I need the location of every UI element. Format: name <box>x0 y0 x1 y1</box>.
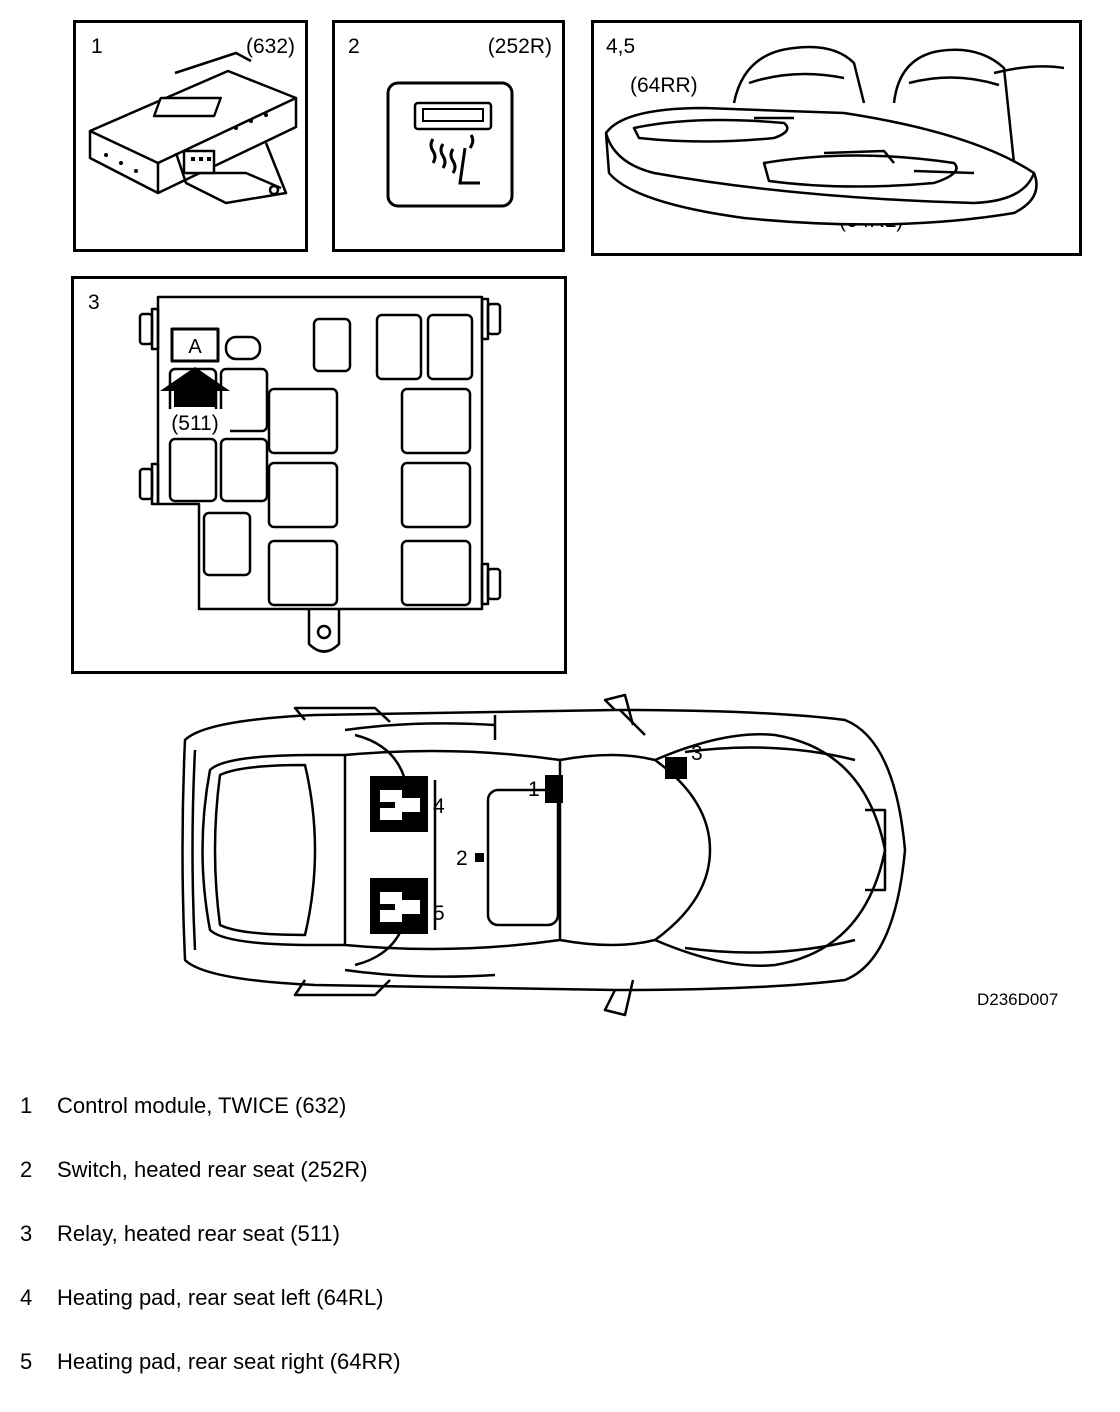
relay-box-illustration: A (511) <box>138 295 502 653</box>
marker-label-3: 3 <box>691 742 703 765</box>
marker-label-4: 4 <box>433 795 445 818</box>
legend-number: 2 <box>20 1157 33 1182</box>
legend-item: 3 Relay, heated rear seat (511) <box>20 1220 401 1284</box>
legend-number: 1 <box>20 1093 33 1118</box>
panel-number: 4,5 <box>606 35 636 58</box>
panel-rear-seat: 4,5 (64RR) (64RL) <box>591 20 1082 256</box>
label-64rr: (64RR) <box>630 74 698 97</box>
panel-number: 1 <box>91 35 103 58</box>
panel-relay-box: 3 A (511 <box>71 276 567 674</box>
legend-number: 5 <box>20 1349 33 1374</box>
rear-seat-illustration <box>604 45 1065 226</box>
legend-text: Control module, TWICE (632) <box>57 1093 347 1118</box>
panel-control-module: 1 (632) <box>73 20 308 252</box>
legend-text: Heating pad, rear seat right (64RR) <box>57 1349 401 1374</box>
legend-item: 1 Control module, TWICE (632) <box>20 1092 401 1156</box>
arrow-icon <box>160 367 230 407</box>
seat-heat-icon <box>429 134 480 185</box>
panel-switch: 2 (252R) <box>332 20 565 252</box>
seat-heater-switch-illustration <box>386 81 514 208</box>
relay-label: (511) <box>171 412 218 435</box>
legend-list: 1 Control module, TWICE (632) 2 Switch, he… <box>20 1092 401 1412</box>
panel-code: (632) <box>245 35 295 58</box>
marker-label-5: 5 <box>433 902 445 925</box>
legend-item: 4 Heating pad, rear seat left (64RL) <box>20 1284 401 1348</box>
legend-item: 5 Heating pad, rear seat right (64RR) <box>20 1348 401 1412</box>
legend-text: Heating pad, rear seat left (64RL) <box>57 1285 384 1310</box>
marker-label-2: 2 <box>456 847 468 870</box>
box-label-a: A <box>188 336 202 358</box>
panel-code: (252R) <box>487 35 552 58</box>
legend-item: 2 Switch, heated rear seat (252R) <box>20 1156 401 1220</box>
marker-label-1: 1 <box>528 778 540 801</box>
switch-marker <box>475 853 484 862</box>
car-top-view: 4 5 1 2 3 <box>181 693 907 1017</box>
legend-number: 3 <box>20 1221 33 1246</box>
legend-text: Relay, heated rear seat (511) <box>57 1221 340 1246</box>
panel-number: 3 <box>88 291 100 314</box>
panel-number: 2 <box>348 35 360 58</box>
figure-code: D236D007 <box>977 990 1059 1009</box>
relay-marker <box>665 757 687 779</box>
legend-text: Switch, heated rear seat (252R) <box>57 1157 368 1182</box>
control-module-marker <box>545 775 563 803</box>
control-module-illustration <box>88 51 298 205</box>
legend-number: 4 <box>20 1285 33 1310</box>
